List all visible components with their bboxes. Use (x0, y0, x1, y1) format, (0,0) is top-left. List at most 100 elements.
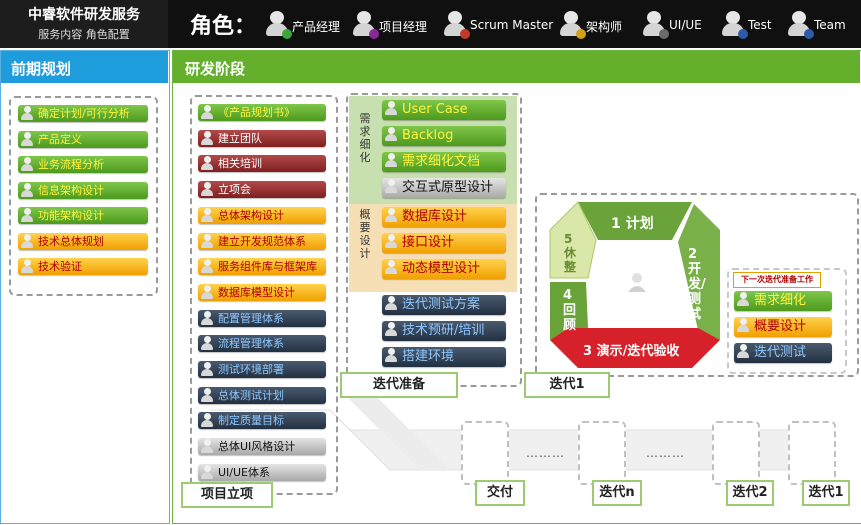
task-button[interactable]: 总体架构设计 (198, 206, 326, 224)
task-label: User Case (402, 102, 468, 117)
task-button[interactable]: 技术总体规划 (18, 232, 148, 250)
iter-2-tag[interactable]: 迭代2 (726, 480, 774, 506)
person-icon (20, 233, 34, 249)
person-icon (200, 387, 214, 403)
task-button[interactable]: 确定计划/可行分析 (18, 105, 148, 122)
dev-stage-title-bar: 研发阶段 (173, 51, 860, 83)
task-button[interactable]: 迭代测试方案 (382, 295, 506, 315)
person-icon (200, 413, 214, 428)
task-button[interactable]: 信息架构设计 (18, 181, 148, 199)
next-iteration-group (727, 268, 847, 374)
task-button[interactable]: 立项会 (198, 181, 326, 199)
brand-block[interactable]: 中睿软件研发服务 服务内容 角色配置 (0, 0, 168, 48)
task-button[interactable]: 数据库模型设计 (198, 283, 326, 301)
task-button[interactable]: 功能架构设计 (18, 207, 148, 224)
task-label: Backlog (402, 128, 454, 143)
task-label: 技术验证 (38, 260, 82, 273)
person-icon (200, 439, 214, 454)
person-icon (736, 318, 750, 333)
task-button[interactable]: 交互式原型设计 (382, 178, 506, 198)
role-name: 架构师 (586, 20, 623, 34)
person-icon (384, 348, 398, 363)
task-button[interactable]: 技术验证 (18, 258, 148, 275)
task-button[interactable]: 产品定义 (18, 130, 148, 148)
task-button[interactable]: 业务流程分析 (18, 156, 148, 173)
task-button[interactable]: User Case (382, 100, 506, 120)
task-button[interactable]: 建立开发规范体系 (198, 232, 326, 250)
task-button[interactable]: 需求细化 (734, 291, 832, 311)
role-name: Team (814, 18, 846, 32)
person-icon (384, 208, 398, 223)
task-label: 功能架构设计 (38, 209, 104, 222)
task-button[interactable]: 总体测试计划 (198, 386, 326, 404)
task-label: 总体测试计划 (218, 388, 284, 402)
task-label: 需求细化文档 (402, 154, 481, 169)
project-setup-tag[interactable]: 项目立项 (181, 482, 273, 508)
task-button[interactable]: 相关培训 (198, 155, 326, 173)
task-button[interactable]: 数据库设计 (382, 207, 506, 227)
task-label: 业务流程分析 (38, 158, 104, 171)
task-label: 动态模型设计 (402, 261, 481, 276)
task-button[interactable]: 建立团队 (198, 129, 326, 147)
dev-stage-title: 研发阶段 (185, 60, 246, 78)
task-button[interactable]: UI/UE体系 (198, 463, 326, 481)
task-button[interactable]: Backlog (382, 126, 506, 146)
task-label: 概要设计 (754, 319, 807, 334)
task-button[interactable]: 技术预研/培训 (382, 321, 506, 341)
iter-1-tag[interactable]: 迭代1 (802, 480, 850, 506)
task-label: 技术总体规划 (38, 234, 104, 248)
task-button[interactable]: 需求细化文档 (382, 152, 506, 172)
task-label: 制定质量目标 (218, 414, 284, 428)
iter-1-slot (788, 421, 836, 485)
task-label: 确定计划/可行分析 (38, 107, 130, 120)
person-icon (736, 344, 750, 359)
task-button[interactable]: 总体UI风格设计 (198, 438, 326, 456)
person-icon (20, 157, 34, 172)
task-button[interactable]: 流程管理体系 (198, 335, 326, 353)
task-button[interactable]: 《产品规划书》 (198, 104, 326, 121)
task-label: 交互式原型设计 (402, 180, 494, 195)
task-label: UI/UE体系 (218, 465, 271, 479)
task-button[interactable]: 测试环境部署 (198, 361, 326, 378)
task-button[interactable]: 概要设计 (734, 317, 832, 337)
task-label: 数据库设计 (402, 209, 468, 224)
task-button[interactable]: 制定质量目标 (198, 412, 326, 430)
person-icon (200, 182, 214, 197)
cycle-demo-segment (550, 328, 720, 368)
task-label: 迭代测试方案 (402, 297, 481, 312)
person-icon (20, 106, 34, 121)
person-icon (20, 259, 34, 274)
cycle-rest-label: 5 休整 (564, 232, 577, 274)
role-name: Test (748, 18, 772, 32)
person-icon (200, 310, 214, 326)
role-avatar-icon (787, 11, 814, 39)
task-button[interactable]: 搭建环境 (382, 347, 506, 367)
delivery-tag[interactable]: 交付 (475, 480, 525, 506)
pre-planning-title: 前期规划 (11, 60, 72, 78)
person-icon (200, 284, 214, 300)
person-icon (384, 101, 398, 116)
ellipsis-1: ……… (526, 446, 565, 460)
person-icon (20, 208, 34, 223)
iteration1-tag[interactable]: 迭代1 (524, 372, 610, 398)
task-label: 测试环境部署 (218, 363, 284, 376)
task-button[interactable]: 服务组件库与框架库 (198, 258, 326, 276)
task-button[interactable]: 迭代测试 (734, 343, 832, 363)
person-icon (200, 336, 214, 351)
task-label: 《产品规划书》 (218, 106, 295, 119)
person-icon (20, 182, 34, 198)
task-button[interactable]: 接口设计 (382, 233, 506, 253)
iter-n-slot (578, 421, 626, 485)
task-label: 建立团队 (218, 131, 262, 145)
iter-n-tag[interactable]: 迭代n (592, 480, 642, 506)
cycle-dev-test-segment (678, 204, 720, 340)
person-icon (384, 322, 398, 337)
task-button[interactable]: 动态模型设计 (382, 259, 506, 279)
roles-label: 角色： (190, 14, 257, 39)
person-icon (200, 233, 214, 249)
task-button[interactable]: 配置管理体系 (198, 309, 326, 327)
iteration-prep-tag[interactable]: 迭代准备 (340, 372, 458, 398)
task-label: 总体UI风格设计 (218, 440, 296, 454)
outline-section-label: 概要设计 (359, 208, 371, 260)
task-label: 迭代测试 (754, 345, 807, 360)
